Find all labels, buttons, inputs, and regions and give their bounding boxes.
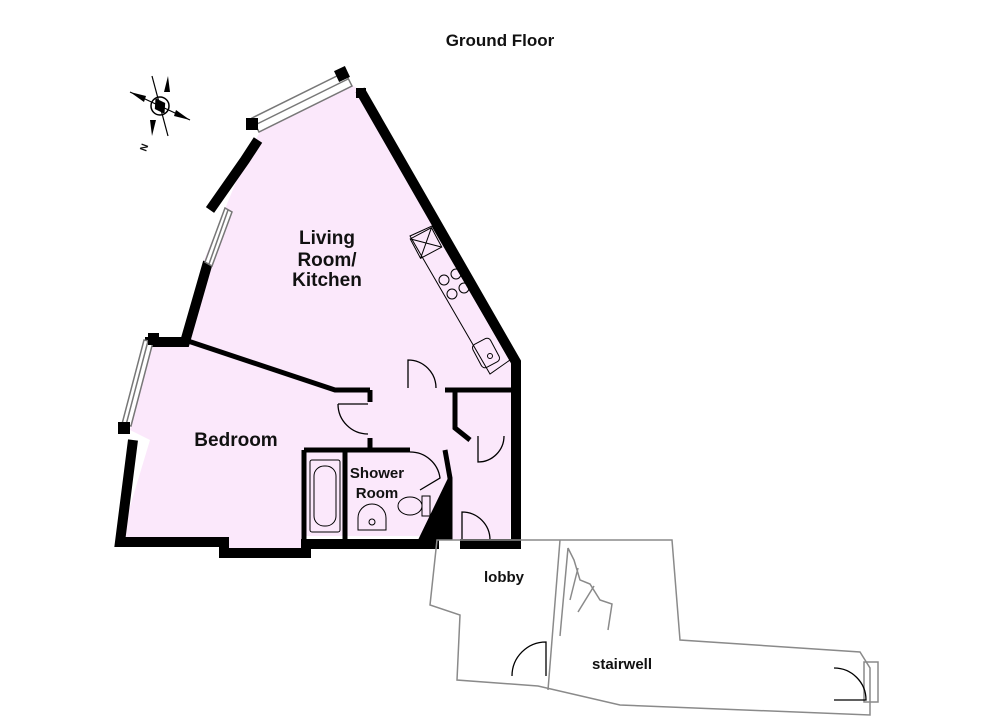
living-room-label-2: Room/ xyxy=(297,250,357,271)
stairwell-label: stairwell xyxy=(592,656,652,673)
bathroom-fittings xyxy=(309,459,431,533)
storage-wedge xyxy=(418,478,450,540)
communal-doors xyxy=(511,641,867,701)
room-fill-main xyxy=(120,83,516,550)
communal-outline xyxy=(429,539,879,716)
compass-icon xyxy=(129,75,191,137)
shower-room-label-1: Shower xyxy=(350,465,404,482)
shower-room-label-2: Room xyxy=(356,485,399,502)
compass-north-label: N xyxy=(138,142,151,153)
doors xyxy=(337,359,505,541)
living-room-label-1: Living xyxy=(299,228,355,249)
living-room-label-3: Kitchen xyxy=(292,270,362,291)
bedroom-label: Bedroom xyxy=(194,430,277,451)
kitchen-units xyxy=(409,225,511,375)
window-jambs xyxy=(118,66,366,434)
lobby-label: lobby xyxy=(484,569,525,586)
interior-walls xyxy=(184,337,516,540)
floor-title: Ground Floor xyxy=(446,31,555,50)
